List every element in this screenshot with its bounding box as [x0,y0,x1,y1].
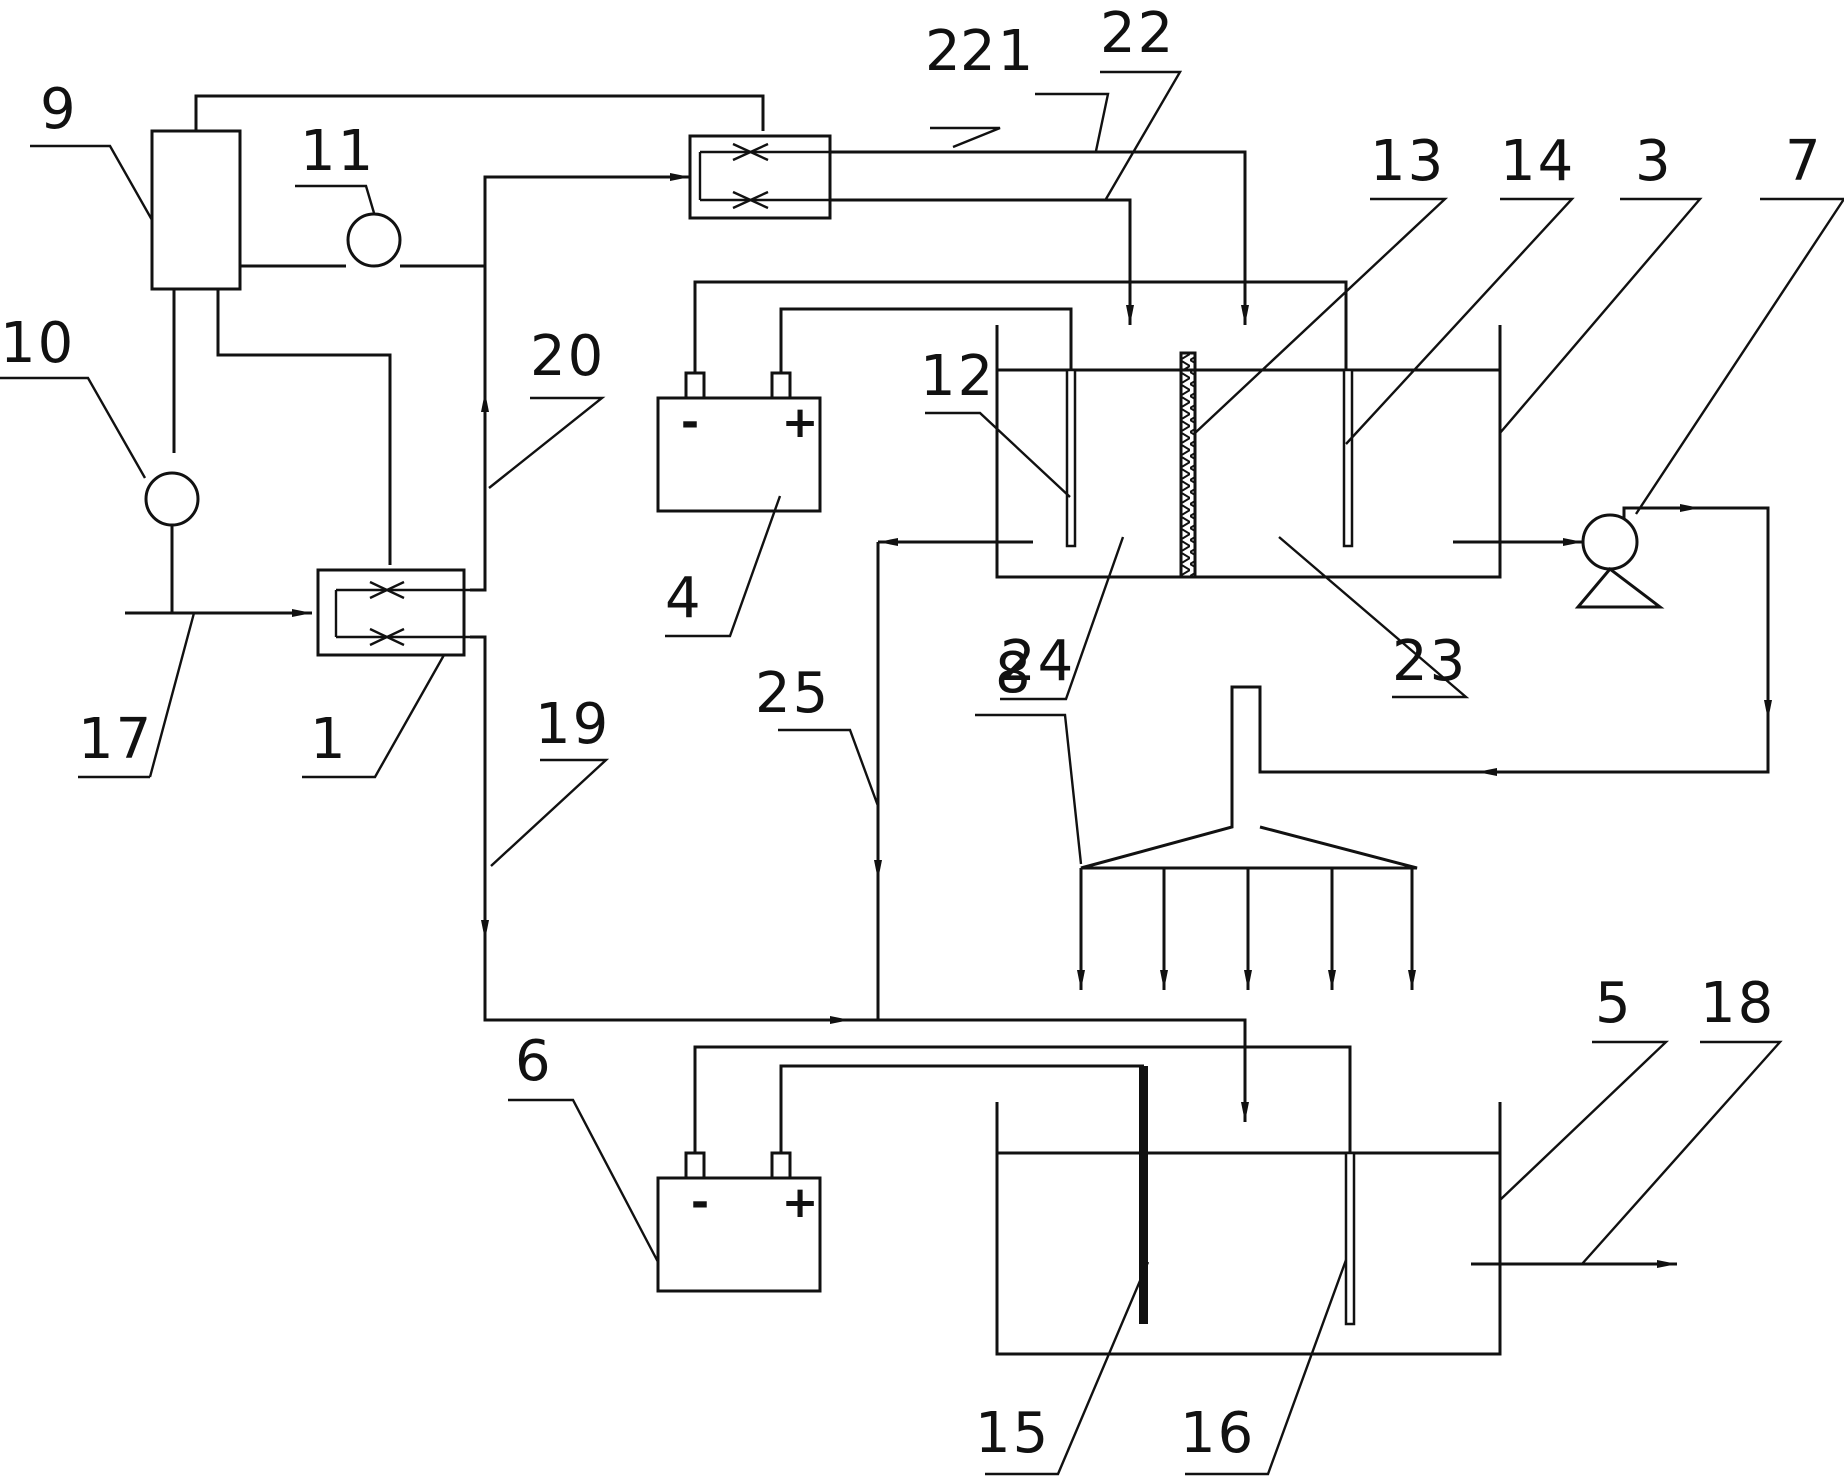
battery-6-minus: - [691,1177,709,1228]
pipe-20-top [483,173,690,396]
label-18: 18 [1700,971,1775,1036]
label-7: 7 [1785,129,1823,194]
battery-4: - + [656,280,1348,513]
controller-9 [150,94,765,565]
leader-lines [0,70,1844,1476]
pipe-22 [830,198,1134,325]
reference-labels: 9 10 11 17 1 20 19 4 25 2 21 22 12 13 14… [0,1,1823,1466]
tank-5 [995,1102,1502,1356]
battery-6: - + [656,1045,1352,1293]
label-24: 24 [1000,629,1075,694]
battery-6-plus: + [782,1177,819,1228]
label-19: 19 [535,692,610,757]
pipe-20 [470,396,487,592]
pipe-19-bottom [483,930,850,1024]
label-22: 22 [1100,1,1175,66]
label-6: 6 [515,1029,553,1094]
label-2: 2 [925,19,963,84]
label-16: 16 [1180,1401,1255,1466]
label-8: 8 [995,641,1033,706]
label-1: 1 [310,707,348,772]
label-9: 9 [40,77,78,142]
label-20: 20 [530,324,605,389]
mixer-1 [316,568,470,657]
pump-7 [1477,504,1772,776]
battery-4-minus: - [681,397,699,448]
electrode-14 [1342,368,1354,548]
label-11: 11 [300,119,375,184]
electrode-12 [1065,368,1077,548]
pipe-21 [830,150,1249,325]
pipe-19 [470,635,489,940]
label-3: 3 [1635,129,1673,194]
mixer-2 [688,134,832,220]
battery-4-plus: + [782,397,819,448]
tank-3 [995,325,1502,579]
label-21: 21 [960,19,1035,84]
valve-10 [144,471,200,613]
label-17: 17 [78,707,153,772]
label-13: 13 [1370,129,1445,194]
label-12: 12 [920,344,995,409]
label-25: 25 [755,661,830,726]
valve-11 [346,212,485,268]
electrode-16 [1344,1151,1356,1326]
label-15: 15 [975,1401,1050,1466]
label-23: 23 [1392,629,1467,694]
pipe-19-joint [850,1018,1249,1122]
electrode-15 [1139,1066,1148,1324]
label-4: 4 [665,566,703,631]
sprayer-8 [1077,685,1480,990]
label-5: 5 [1595,971,1633,1036]
label-10: 10 [0,311,75,376]
label-14: 14 [1500,129,1575,194]
